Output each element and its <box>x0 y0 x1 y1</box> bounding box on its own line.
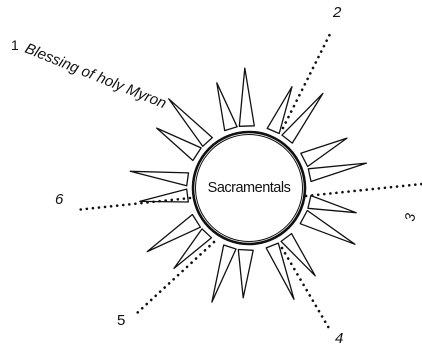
spoke-line-6 <box>76 198 190 210</box>
spoke-number-4: 4 <box>335 330 343 347</box>
sun-ray <box>239 68 254 126</box>
center-label: Sacramentals <box>208 180 291 196</box>
spoke-line-2 <box>283 30 332 128</box>
sun-ray <box>308 163 366 181</box>
sun-ray <box>157 128 201 160</box>
sun-ray <box>140 189 189 202</box>
spoke-line-3 <box>306 184 422 196</box>
sun-ray <box>308 196 356 213</box>
sun-ray <box>301 138 347 166</box>
spoke-number-2: 2 <box>332 4 342 21</box>
sun-ray <box>212 245 236 302</box>
spoke-number-5: 5 <box>117 312 125 329</box>
spoke-label-1: Blessing of holy Myron <box>23 40 169 112</box>
sun-ray <box>147 215 200 252</box>
sun-ray <box>300 211 355 245</box>
spoke-line-5 <box>136 242 214 314</box>
sun-ray <box>267 87 292 134</box>
sun-ray <box>217 83 237 131</box>
sun-ray <box>169 99 213 147</box>
sun-ray <box>130 171 188 186</box>
sun-ray <box>238 250 253 298</box>
spoke-number-1: 1 <box>11 37 19 53</box>
sun-ray <box>266 243 294 299</box>
spoke-number-6: 6 <box>55 191 64 208</box>
spoke-number-3: 3 <box>401 212 418 223</box>
